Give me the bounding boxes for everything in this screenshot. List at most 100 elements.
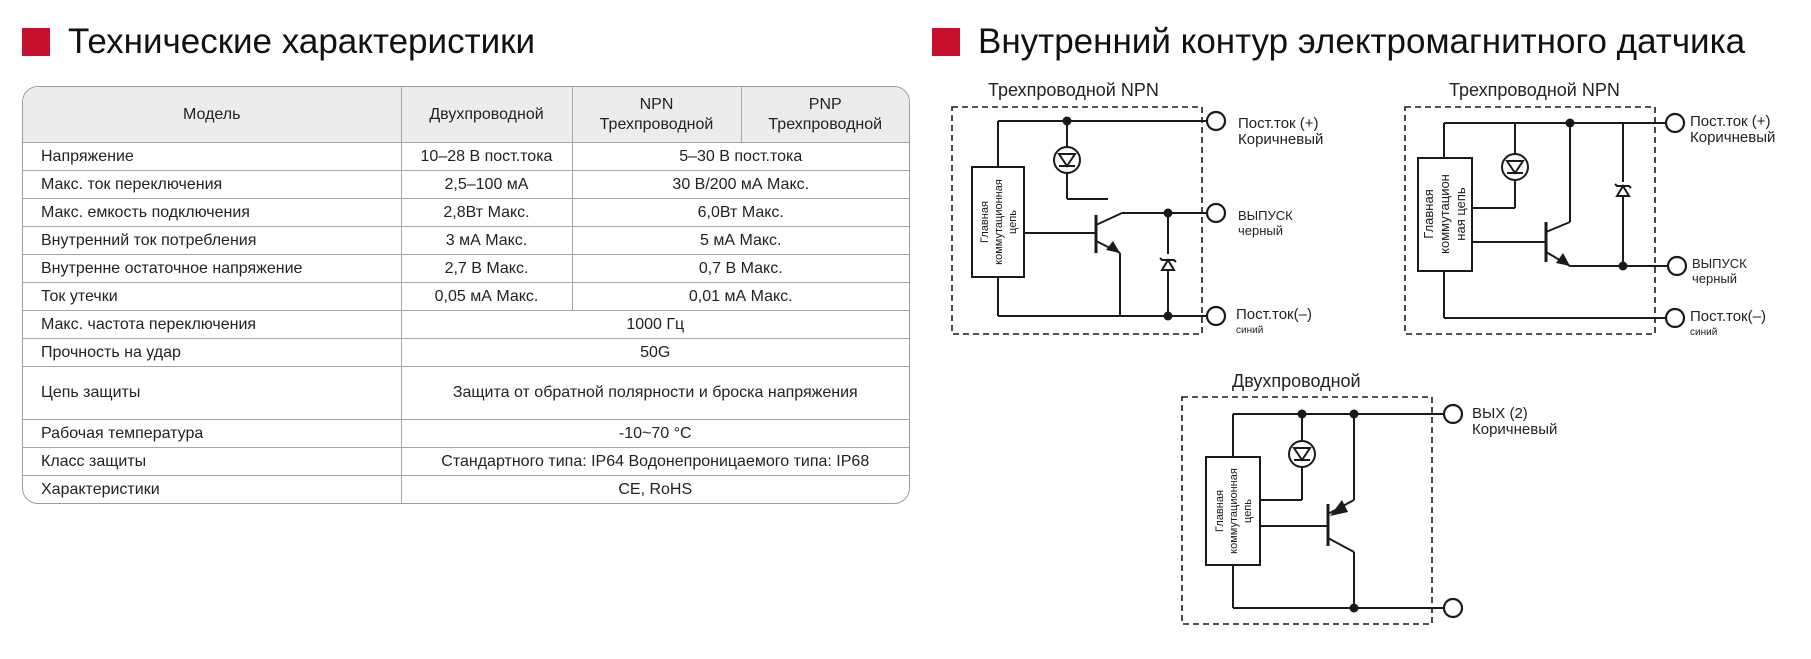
emitter-arrow-icon: [1556, 253, 1570, 266]
row-two-wire-value: 10–28 В пост.тока: [401, 142, 573, 171]
pnp-transistor-icon: [1326, 414, 1355, 608]
pin-output-label: ВЫХ (2) Коричневый: [1472, 406, 1557, 438]
row-three-wire-value: 0,01 мА Макс.: [572, 282, 909, 311]
pin-label-line: синий: [1236, 325, 1264, 336]
led-icon: [1288, 440, 1316, 468]
header-pnp: PNP Трехпроводной: [741, 87, 909, 143]
table-row: Характеристики CE, RoHS: [23, 475, 909, 503]
header-pnp-line2: Трехпроводной: [768, 115, 883, 133]
terminal-icon: [1205, 110, 1227, 132]
pin-output-label: ВЫПУСК черный: [1238, 208, 1293, 238]
table-row: Цепь защиты Защита от обратной полярност…: [23, 366, 909, 420]
row-three-wire-value: 5–30 В пост.тока: [572, 142, 909, 171]
table-row: Внутренне остаточное напряжение 2,7 В Ма…: [23, 254, 909, 283]
terminal-icon: [1664, 112, 1686, 134]
npn-transistor-icon: [1544, 123, 1623, 267]
row-two-wire-value: 2,7 В Макс.: [401, 254, 573, 283]
two-wire-circuit-title: Двухпроводной: [1232, 371, 1361, 391]
row-three-wire-value: 0,7 В Макс.: [572, 254, 909, 283]
row-common-value: 1000 Гц: [401, 310, 909, 339]
sensor-boundary: [951, 106, 1203, 335]
row-label: Макс. ток переключения: [23, 170, 402, 199]
row-label: Ток утечки: [23, 282, 402, 311]
pin-dc-minus-label: Пост.ток(–) синий: [1690, 309, 1766, 341]
header-npn-line1: NPN: [639, 95, 674, 113]
block-label: Главная коммутационная цепь: [1214, 468, 1254, 554]
block-label-line: ная цепь: [1453, 187, 1468, 241]
table-row: Класс защиты Стандартного типа: IP64 Вод…: [23, 447, 909, 476]
red-square-marker: [22, 28, 50, 56]
row-two-wire-value: 2,5–100 мА: [401, 170, 573, 199]
row-label: Цепь защиты: [23, 366, 402, 420]
header-npn: NPN Трехпроводной: [572, 87, 742, 143]
row-label: Макс. частота переключения: [23, 310, 402, 339]
two-wire-circuit: [1181, 396, 1443, 625]
pin-label-line: ВЫПУСК: [1238, 208, 1293, 223]
pin-dc-minus-label: Пост.ток(–) синий: [1236, 307, 1312, 339]
row-two-wire-value: 2,8Вт Макс.: [401, 198, 573, 227]
zener-diode-icon: [1614, 183, 1632, 197]
row-common-value: 50G: [401, 338, 909, 367]
row-three-wire-value: 5 мА Макс.: [572, 226, 909, 255]
block-label-line: Главная: [979, 201, 991, 243]
row-two-wire-value: 0,05 мА Макс.: [401, 282, 573, 311]
npn-circuit-1-title: Трехпроводной NPN: [988, 80, 1159, 100]
block-label: Главная коммутацион ная цепь: [1421, 174, 1468, 254]
pin-label-line: Пост.ток(–): [1236, 306, 1312, 323]
block-label-line: коммутацион: [1437, 174, 1452, 254]
circuit-heading: Внутренний контур электромагнитного датч…: [932, 22, 1745, 62]
led-icon: [1501, 153, 1529, 181]
header-npn-line2: Трехпроводной: [599, 115, 714, 133]
table-row: Макс. частота переключения 1000 Гц: [23, 310, 909, 339]
pin-label-line: ВЫХ (2): [1472, 405, 1528, 422]
row-label: Класс защиты: [23, 447, 402, 476]
table-row: Макс. ток переключения 2,5–100 мА 30 В/2…: [23, 170, 909, 199]
terminal-icon: [1442, 597, 1464, 619]
pin-label-line: черный: [1692, 271, 1738, 286]
led-icon: [1053, 146, 1081, 174]
block-label: Главная коммутационная цепь: [979, 179, 1019, 265]
row-three-wire-value: 6,0Вт Макс.: [572, 198, 909, 227]
terminal-icon: [1664, 307, 1686, 329]
block-label-line: Главная: [1214, 490, 1226, 532]
row-label: Прочность на удар: [23, 338, 402, 367]
pin-label-line: Коричневый: [1238, 131, 1324, 148]
sensor-boundary: [1181, 396, 1433, 625]
pin-label-line: синий: [1690, 327, 1718, 338]
row-common-value: Защита от обратной полярности и броска н…: [401, 366, 909, 420]
terminals: [1205, 110, 1688, 619]
block-label-line: цепь: [1007, 210, 1019, 234]
row-label: Характеристики: [23, 475, 402, 503]
terminal-icon: [1666, 255, 1688, 277]
table-row: Напряжение 10–28 В пост.тока 5–30 В пост…: [23, 142, 909, 171]
terminal-icon: [1205, 202, 1227, 224]
row-common-value: CE, RoHS: [618, 480, 693, 498]
block-label-line: коммутационная: [993, 179, 1005, 265]
row-two-wire-value: 3 мА Макс.: [401, 226, 573, 255]
pin-label-line: Пост.ток (+): [1238, 115, 1319, 132]
table-row: Макс. емкость подключения 2,8Вт Макс. 6,…: [23, 198, 909, 227]
table-row: Внутренний ток потребления 3 мА Макс. 5 …: [23, 226, 909, 255]
pin-label-line: Пост.ток (+): [1690, 113, 1771, 130]
header-pnp-line1: PNP: [808, 95, 842, 113]
table-row: Ток утечки 0,05 мА Макс. 0,01 мА Макс.: [23, 282, 909, 311]
header-model: Модель: [23, 87, 402, 143]
npn-transistor-icon: [1094, 212, 1168, 254]
row-label: Макс. емкость подключения: [23, 198, 402, 227]
pin-label-line: ВЫПУСК: [1692, 256, 1747, 271]
row-label: Рабочая температура: [23, 419, 402, 448]
emitter-arrow-icon: [1330, 500, 1348, 516]
specs-table: Модель Двухпроводной NPN Трехпроводной P…: [22, 86, 910, 504]
npn-circuit-2: [1404, 106, 1667, 335]
terminal-icon: [1205, 305, 1227, 327]
pin-label-line: черный: [1238, 223, 1284, 238]
table-row: Прочность на удар 50G: [23, 338, 909, 367]
specs-heading: Технические характеристики: [22, 22, 535, 62]
pin-label-line: Пост.ток(–): [1690, 308, 1766, 325]
pin-dc-plus-label: Пост.ток (+) Коричневый: [1238, 116, 1323, 148]
table-header-row: Модель Двухпроводной NPN Трехпроводной P…: [23, 87, 909, 143]
table-row: Рабочая температура -10~70 °C: [23, 419, 909, 448]
pin-dc-plus-label: Пост.ток (+) Коричневый: [1690, 114, 1775, 146]
row-three-wire-value: 30 В/200 мА Макс.: [572, 170, 909, 199]
